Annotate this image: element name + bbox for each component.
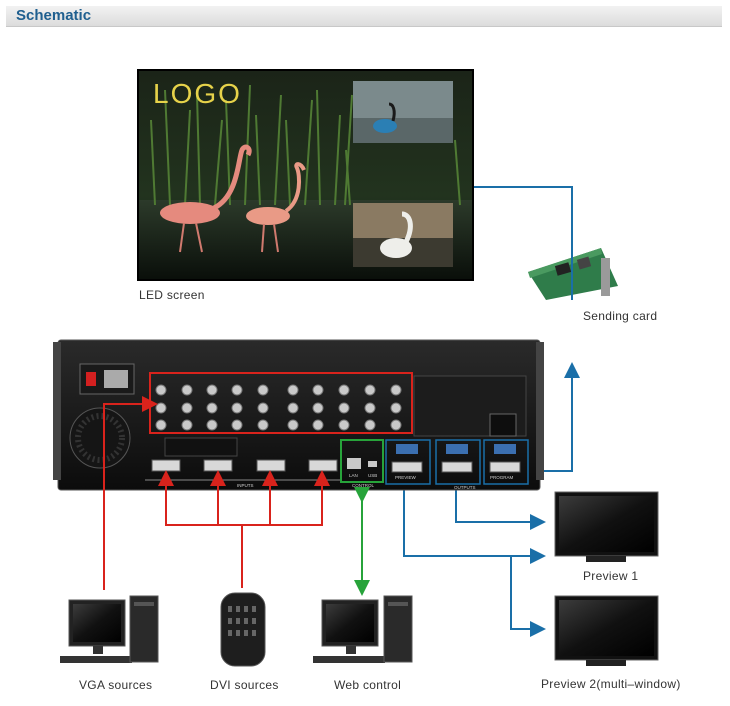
preview1-monitor	[554, 491, 659, 562]
control-panel-label: CONTROL	[352, 483, 374, 488]
preview2-label: Preview 2(multi–window)	[541, 677, 681, 691]
video-processor: INPUTS CONTROL OUTPUTS PREVIEW PROGRAM L…	[53, 339, 544, 491]
vga-source-computer	[60, 595, 159, 663]
led-screen: LOGO	[137, 69, 474, 281]
section-header: Schematic	[6, 6, 722, 27]
dvi-sources-label: DVI sources	[210, 678, 279, 692]
preview-port-label: PREVIEW	[395, 475, 417, 480]
vga-sources-label: VGA sources	[79, 678, 153, 692]
web-control-label: Web control	[334, 678, 402, 692]
usb-port-label: USB	[368, 473, 377, 478]
logo-text: LOGO	[153, 78, 242, 109]
input-connection-lines	[103, 396, 330, 590]
dvi-source-computer	[220, 592, 266, 667]
inputs-panel-label: INPUTS	[237, 483, 254, 488]
pip-window-swan	[353, 203, 453, 267]
led-screen-caption: LED screen	[139, 288, 205, 302]
pip-window-goose	[353, 81, 453, 143]
section-title: Schematic	[16, 7, 92, 24]
outputs-panel-label: OUTPUTS	[454, 485, 476, 490]
sending-card-label: Sending card	[583, 309, 658, 323]
flamingo-graphic	[160, 144, 306, 253]
lan-port-label: LAN	[349, 473, 358, 478]
program-port-label: PROGRAM	[490, 475, 514, 480]
web-control-computer	[313, 595, 413, 663]
preview2-monitor	[554, 595, 659, 666]
preview1-label: Preview 1	[583, 569, 639, 583]
